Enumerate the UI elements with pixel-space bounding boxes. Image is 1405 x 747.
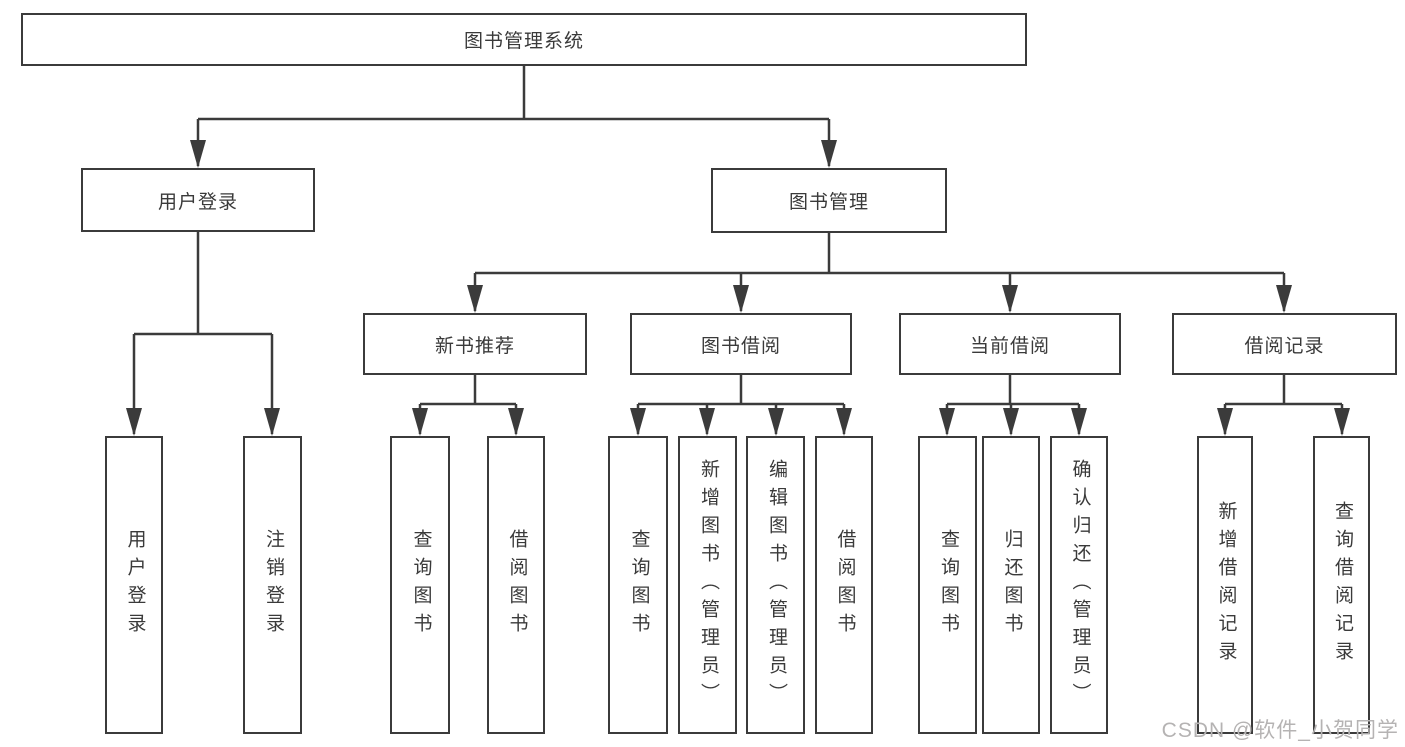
edge-group-book-borrow bbox=[630, 375, 852, 436]
node-current-borrow: 当前借阅 bbox=[899, 313, 1121, 375]
node-book-borrow: 图书借阅 bbox=[630, 313, 852, 375]
leaf-confirm-return-admin-label: 确认归还（管理员） bbox=[1069, 459, 1091, 711]
leaf-query-books-current: 查询图书 bbox=[918, 436, 977, 734]
leaf-borrow-books-label: 借阅图书 bbox=[834, 529, 856, 641]
node-book-management: 图书管理 bbox=[711, 168, 947, 233]
leaf-logout-label: 注销登录 bbox=[262, 529, 284, 641]
leaf-query-borrow-record-label: 查询借阅记录 bbox=[1331, 501, 1353, 669]
leaf-query-books-recommend-label: 查询图书 bbox=[410, 529, 432, 641]
leaf-query-books-borrow: 查询图书 bbox=[608, 436, 668, 734]
leaf-add-books-admin-label: 新增图书（管理员） bbox=[697, 459, 719, 711]
leaf-logout: 注销登录 bbox=[243, 436, 302, 734]
leaf-return-books: 归还图书 bbox=[982, 436, 1040, 734]
leaf-query-borrow-record: 查询借阅记录 bbox=[1313, 436, 1370, 734]
leaf-query-books-borrow-label: 查询图书 bbox=[628, 529, 650, 641]
edge-group-new-book-recommend bbox=[412, 375, 524, 436]
node-user-login: 用户登录 bbox=[81, 168, 315, 232]
edge-group-book-management bbox=[467, 233, 1292, 313]
node-root-label: 图书管理系统 bbox=[463, 31, 584, 52]
leaf-user-login: 用户登录 bbox=[105, 436, 163, 734]
leaf-borrow-books-recommend-label: 借阅图书 bbox=[506, 529, 528, 641]
edge-group-current-borrow bbox=[939, 375, 1087, 436]
edge-group-borrow-records bbox=[1217, 375, 1350, 436]
leaf-return-books-label: 归还图书 bbox=[1001, 529, 1023, 641]
leaf-confirm-return-admin: 确认归还（管理员） bbox=[1050, 436, 1108, 734]
node-book-management-label: 图书管理 bbox=[788, 192, 869, 213]
node-book-borrow-label: 图书借阅 bbox=[700, 335, 781, 357]
node-user-login-label: 用户登录 bbox=[157, 191, 238, 213]
edge-group-user-login bbox=[126, 232, 280, 436]
leaf-add-books-admin: 新增图书（管理员） bbox=[678, 436, 737, 734]
edge-group-root bbox=[190, 66, 837, 168]
leaf-add-borrow-record-label: 新增借阅记录 bbox=[1215, 501, 1237, 669]
node-borrow-records: 借阅记录 bbox=[1172, 313, 1397, 375]
node-borrow-records-label: 借阅记录 bbox=[1244, 335, 1325, 357]
leaf-borrow-books-recommend: 借阅图书 bbox=[487, 436, 545, 734]
node-new-book-recommend-label: 新书推荐 bbox=[434, 335, 515, 357]
leaf-user-login-label: 用户登录 bbox=[124, 529, 146, 641]
node-new-book-recommend: 新书推荐 bbox=[363, 313, 587, 375]
leaf-add-borrow-record: 新增借阅记录 bbox=[1197, 436, 1253, 734]
leaf-query-books-current-label: 查询图书 bbox=[937, 529, 959, 641]
leaf-query-books-recommend: 查询图书 bbox=[390, 436, 450, 734]
leaf-borrow-books: 借阅图书 bbox=[815, 436, 873, 734]
leaf-edit-books-admin-label: 编辑图书（管理员） bbox=[765, 459, 787, 711]
leaf-edit-books-admin: 编辑图书（管理员） bbox=[746, 436, 805, 734]
csdn-watermark: CSDN @软件_小贺同学 bbox=[1161, 719, 1399, 742]
node-current-borrow-label: 当前借阅 bbox=[969, 335, 1050, 357]
node-root: 图书管理系统 bbox=[21, 13, 1027, 66]
